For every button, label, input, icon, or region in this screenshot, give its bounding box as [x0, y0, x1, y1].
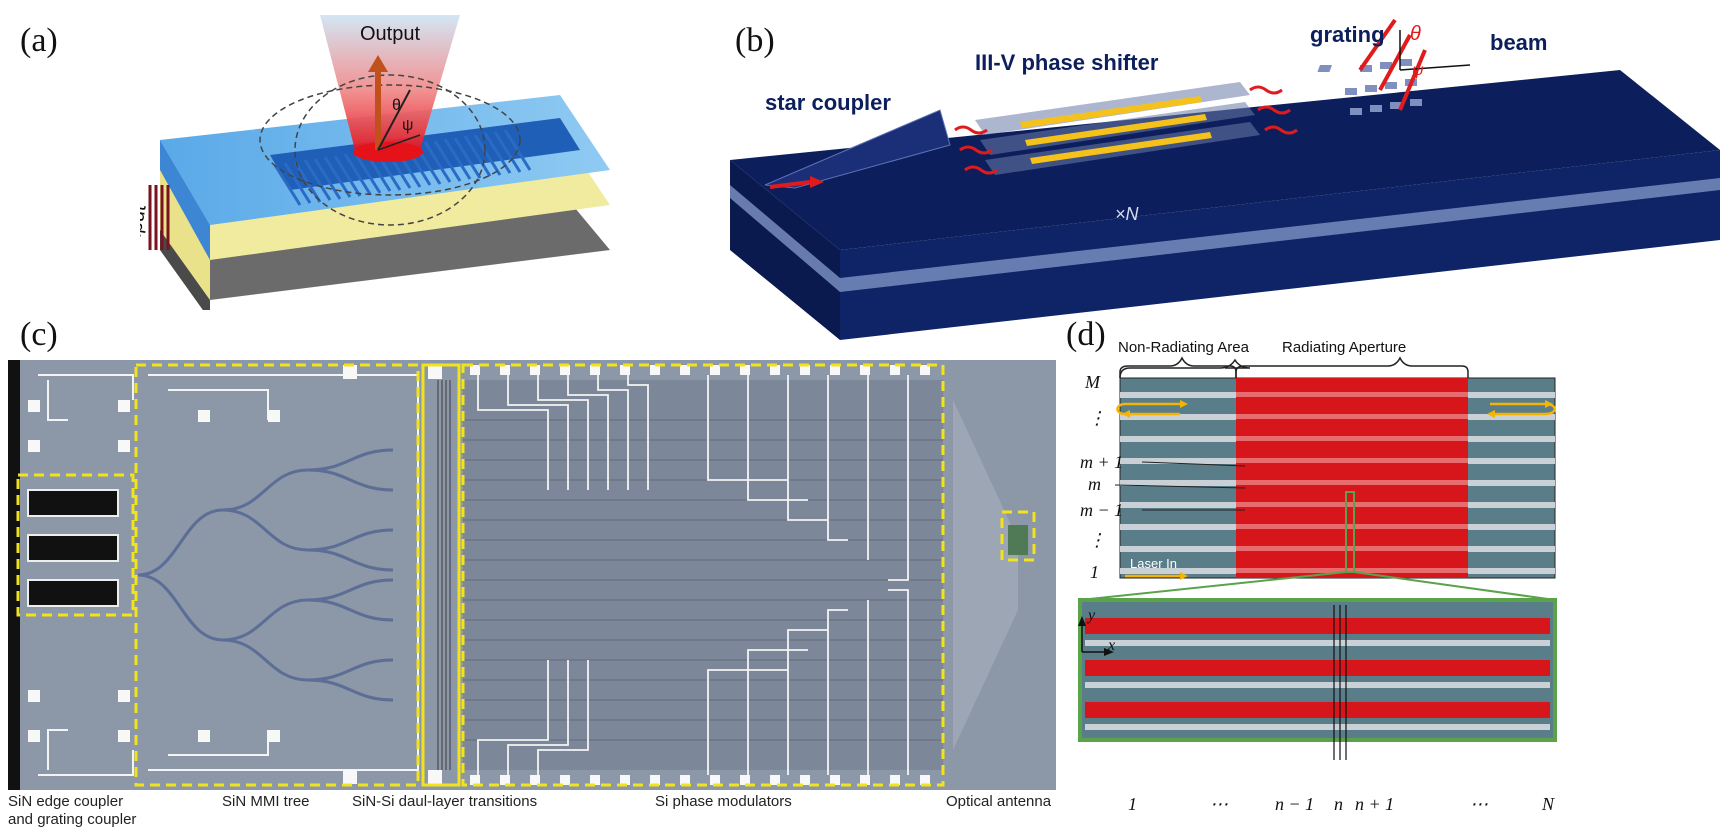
output-label: Output [360, 23, 420, 45]
theta-label-a: θ [392, 97, 401, 114]
layer-yellow-front [160, 170, 210, 300]
substrate-gray-side [160, 230, 210, 310]
times-n-label: ×N [1115, 204, 1140, 224]
panel-label-a: (a) [20, 22, 58, 59]
input-label: Input [140, 203, 151, 251]
row-label-m-minus-1: m − 1 [1080, 500, 1123, 520]
row-label-m-plus-1: m + 1 [1080, 452, 1123, 472]
row-label-1: 1 [1090, 562, 1099, 582]
chip-layer-light [730, 178, 1720, 292]
caption-phase-modulators: Si phase modulators [655, 793, 792, 810]
panel-a-grating-antenna: Output θ ψ Input [140, 15, 610, 310]
col-label-n: n [1334, 794, 1343, 814]
psi-label-b: ψ [1412, 62, 1424, 79]
grating-label: grating [1310, 22, 1385, 47]
axis-x-label: x [1107, 637, 1115, 654]
panel-c-chip-micrograph [8, 360, 1056, 790]
row-label-M: M [1084, 372, 1101, 392]
beam-label: beam [1490, 30, 1547, 55]
panel-label-b: (b) [735, 22, 775, 59]
row-label-m: m [1088, 474, 1101, 494]
panel-label-c: (c) [20, 316, 58, 353]
row-label-vdots-1: ⋮ [1088, 408, 1106, 428]
chip-right [840, 150, 1720, 340]
caption-edge-coupler: SiN edge coupler and grating coupler [8, 793, 137, 828]
theta-label-b: θ [1410, 23, 1421, 45]
non-radiating-label: Non-Radiating Area [1118, 339, 1250, 356]
panel-b-opa-chip: star coupler III-V phase shifter grating… [730, 18, 1720, 340]
panel-label-d: (d) [1066, 316, 1106, 353]
row-label-vdots-2: ⋮ [1088, 530, 1106, 550]
laser-in-label: Laser In [1130, 556, 1177, 571]
caption-mmi-tree: SiN MMI tree [222, 793, 310, 810]
radiating-aperture-red [1236, 378, 1468, 578]
caption-dual-layer: SiN-Si daul-layer transitions [352, 793, 538, 810]
chip-top [730, 70, 1720, 250]
panel-d-aperture-schematic: Non-Radiating Area Radiating Aperture La… [1078, 339, 1557, 814]
star-coupler-label: star coupler [765, 90, 891, 115]
axis-y-label: y [1086, 607, 1096, 624]
caption-optical-antenna: Optical antenna [946, 793, 1052, 810]
psi-label-a: ψ [402, 117, 413, 134]
col-label-1: 1 [1128, 794, 1137, 814]
col-label-n-minus-1: n − 1 [1275, 794, 1314, 814]
grating-teeth [270, 118, 580, 190]
col-label-n-plus-1: n + 1 [1355, 794, 1394, 814]
radiating-label: Radiating Aperture [1282, 339, 1406, 356]
chip-front [730, 160, 840, 340]
output-cone [320, 15, 460, 150]
layer-blue-front [160, 140, 210, 260]
phase-shifter-gold [1020, 96, 1212, 164]
phase-shifter-label: III-V phase shifter [975, 50, 1159, 75]
col-label-dots-2: ⋯ [1470, 794, 1488, 814]
col-label-N: N [1541, 794, 1555, 814]
col-label-dots-1: ⋯ [1210, 794, 1228, 814]
